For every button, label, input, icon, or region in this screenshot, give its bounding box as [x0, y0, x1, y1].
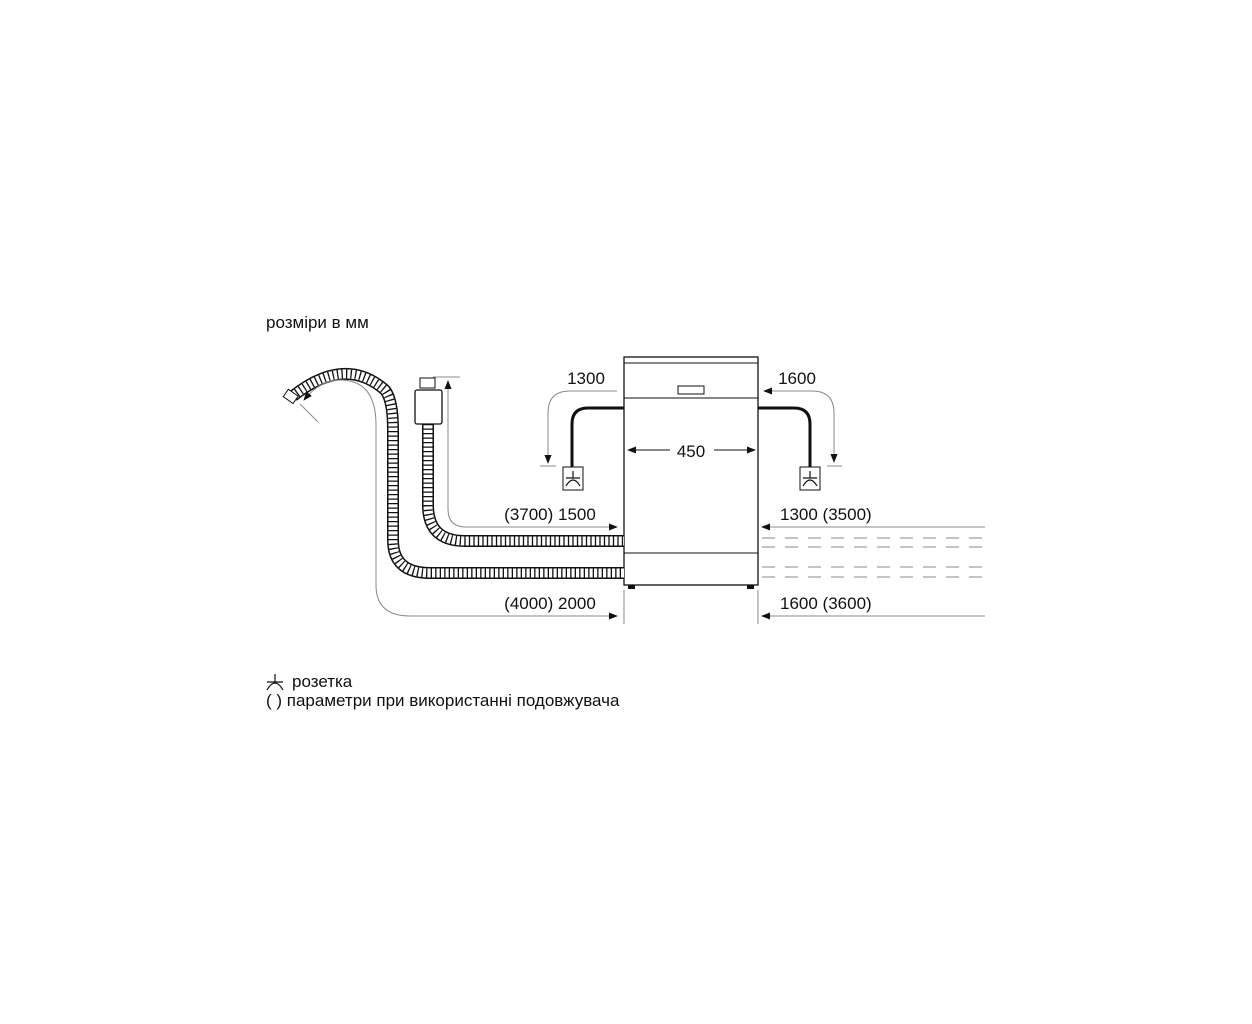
- cord-right-length: 1600: [778, 369, 816, 388]
- width-label: 450: [677, 442, 705, 461]
- power-cord-left: 1300: [540, 369, 624, 491]
- display-panel: [677, 385, 705, 395]
- legend-socket: розетка: [292, 672, 353, 691]
- width-dimension: 450: [627, 442, 756, 461]
- power-cord-right: 1600: [758, 369, 842, 491]
- foot-right: [747, 585, 754, 589]
- inlet-hose: (3700) 1500: [414, 376, 624, 547]
- inlet-left-length: (3700) 1500: [504, 505, 596, 524]
- aquastop-valve: [414, 389, 443, 425]
- legend-brackets: ( ) параметри при використанні подовжува…: [266, 691, 620, 710]
- inlet-right-length: 1300 (3500): [780, 505, 872, 524]
- drain-hose: (4000) 2000: [282, 367, 624, 620]
- foot-left: [628, 585, 635, 589]
- socket-icon: [266, 674, 284, 691]
- drain-right-length: 1600 (3600): [780, 594, 872, 613]
- dishwasher: [623, 356, 759, 589]
- cord-left-length: 1300: [567, 369, 605, 388]
- drain-left-length: (4000) 2000: [504, 594, 596, 613]
- units-caption: розміри в мм: [266, 313, 369, 332]
- right-hose-dimensions: 1300 (3500) 1600 (3600): [761, 505, 985, 620]
- legend: розетка ( ) параметри при використанні п…: [266, 672, 620, 710]
